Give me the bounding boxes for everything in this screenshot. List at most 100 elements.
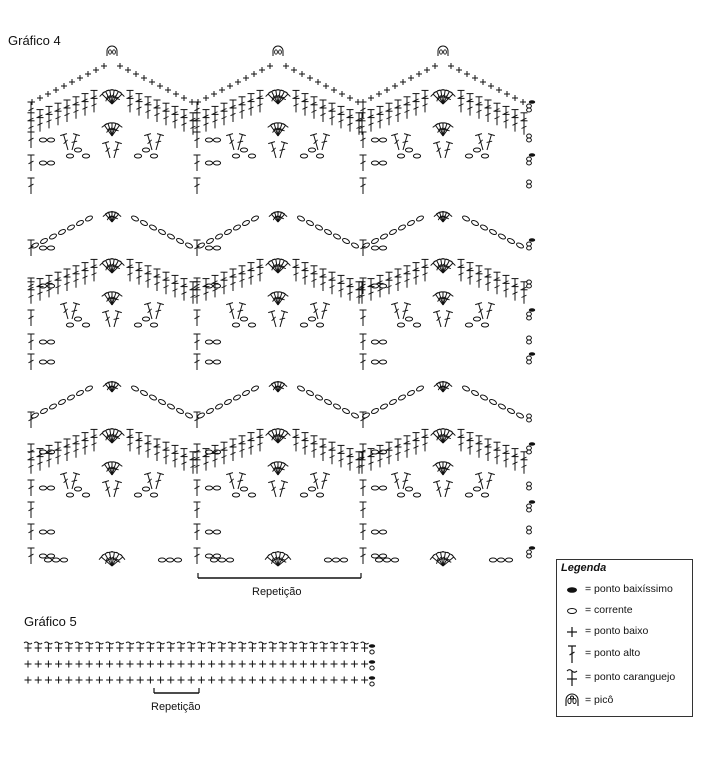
ponto-alto-mark: [111, 122, 123, 137]
edge-stitch: [193, 131, 222, 148]
corrente-mark: [306, 389, 314, 397]
ponto-caranguejo-mark: [44, 641, 53, 652]
ponto-alto-mark: [433, 480, 442, 498]
corrente-mark: [212, 553, 222, 559]
ponto-baixissimo-icon: [567, 587, 577, 593]
ponto-alto-mark: [277, 211, 288, 223]
ponto-alto-mark: [211, 113, 219, 129]
corrente-mark: [165, 557, 175, 563]
edge-stitch: [359, 501, 367, 518]
ponto-alto-mark: [54, 279, 62, 295]
repeat-brackets: [153, 573, 362, 694]
ponto-baixo-mark: [101, 63, 107, 69]
edge-stitch: [27, 443, 56, 460]
corrente-mark: [504, 557, 514, 563]
corrente-mark: [526, 133, 532, 139]
ponto-alto-mark: [220, 279, 228, 295]
corrente-mark: [526, 315, 532, 321]
corrente-mark: [233, 224, 241, 231]
ponto-alto-mark: [442, 553, 457, 567]
ponto-baixissimo-mark: [528, 308, 536, 312]
stitch-v: [433, 310, 453, 328]
ponto-alto-mark: [27, 239, 35, 256]
corrente-mark: [239, 486, 249, 492]
stitch-fan: [99, 428, 125, 444]
foundation-row: [374, 551, 514, 567]
edge-stitch: [27, 239, 56, 256]
corrente-mark: [239, 316, 249, 322]
corrente-mark: [204, 160, 214, 166]
stitch-fan: [265, 258, 291, 274]
chart5-title: Gráfico 5: [24, 614, 77, 629]
corrente-mark: [46, 160, 56, 166]
ponto-alto-mark: [493, 110, 501, 126]
ponto-alto-mark: [403, 273, 411, 288]
ponto-alto-mark: [27, 177, 35, 194]
ponto-alto-mark: [277, 461, 289, 476]
ponto-alto-mark: [102, 480, 111, 498]
corrente-mark: [46, 283, 56, 289]
corrente-mark: [299, 492, 309, 498]
corrente-mark: [404, 316, 414, 322]
stitch-v: [433, 480, 453, 498]
ponto-baixo-mark: [157, 83, 163, 89]
edge-stitch: [193, 239, 222, 256]
edge-stitch: [359, 479, 388, 496]
ponto-baixo-mark: [75, 676, 83, 684]
ponto-alto-mark: [466, 440, 474, 455]
chain-arc-row: [197, 210, 359, 249]
ponto-alto-mark: [321, 302, 330, 320]
right-edge: [526, 100, 536, 113]
corrente-mark: [76, 219, 84, 227]
corrente-mark: [204, 449, 214, 455]
stitch-v: [102, 141, 122, 159]
corrente-mark: [526, 359, 532, 365]
ponto-alto-mark: [277, 291, 289, 306]
ponto-baixo-mark: [65, 676, 73, 684]
ponto-baixo-mark: [218, 676, 226, 684]
ponto-baixo-mark: [34, 660, 42, 668]
corrente-mark: [378, 485, 388, 491]
ponto-baixo-mark: [259, 676, 267, 684]
edge-stitch: [359, 177, 367, 194]
ponto-alto-mark: [27, 411, 35, 428]
ponto-alto-mark: [71, 133, 80, 151]
stitch-v: [226, 472, 246, 490]
corrente-mark: [212, 449, 222, 455]
corrente-mark: [315, 492, 325, 498]
ponto-caranguejo-mark: [227, 641, 237, 652]
ponto-alto-mark: [27, 277, 35, 294]
ponto-alto-mark: [310, 273, 318, 288]
edge-stitch: [359, 547, 388, 564]
ponto-baixo-mark: [320, 660, 328, 668]
corrente-mark: [215, 403, 223, 410]
ponto-alto-mark: [27, 309, 35, 326]
corrente-mark: [526, 137, 532, 143]
stitch-fan: [98, 551, 126, 567]
corrente-mark: [526, 339, 532, 345]
chart5-row: [24, 660, 376, 671]
ponto-baixo-mark: [197, 660, 205, 668]
corrente-mark: [40, 407, 48, 415]
ponto-baixo-mark: [331, 87, 337, 93]
ponto-alto-mark: [27, 547, 35, 564]
ponto-baixo-mark: [95, 676, 103, 684]
corrente-mark: [204, 137, 214, 143]
ponto-alto-mark: [475, 273, 483, 288]
ponto-alto-mark: [226, 472, 235, 490]
corrente-mark: [204, 283, 214, 289]
corrente-mark: [46, 449, 56, 455]
ponto-alto-mark: [202, 456, 210, 471]
corrente-mark: [370, 137, 380, 143]
stitch-v: [475, 472, 495, 490]
corrente-mark: [370, 160, 380, 166]
corrente-mark: [526, 507, 532, 513]
stitch-fan: [433, 380, 453, 393]
stitch-fan: [433, 210, 453, 223]
ponto-baixo-mark: [299, 71, 305, 77]
corrente-mark: [389, 228, 397, 236]
ponto-alto-mark: [475, 104, 483, 119]
corrente-mark: [374, 557, 384, 563]
ponto-alto-mark: [402, 133, 411, 151]
ponto-baixo-mark: [251, 71, 257, 77]
